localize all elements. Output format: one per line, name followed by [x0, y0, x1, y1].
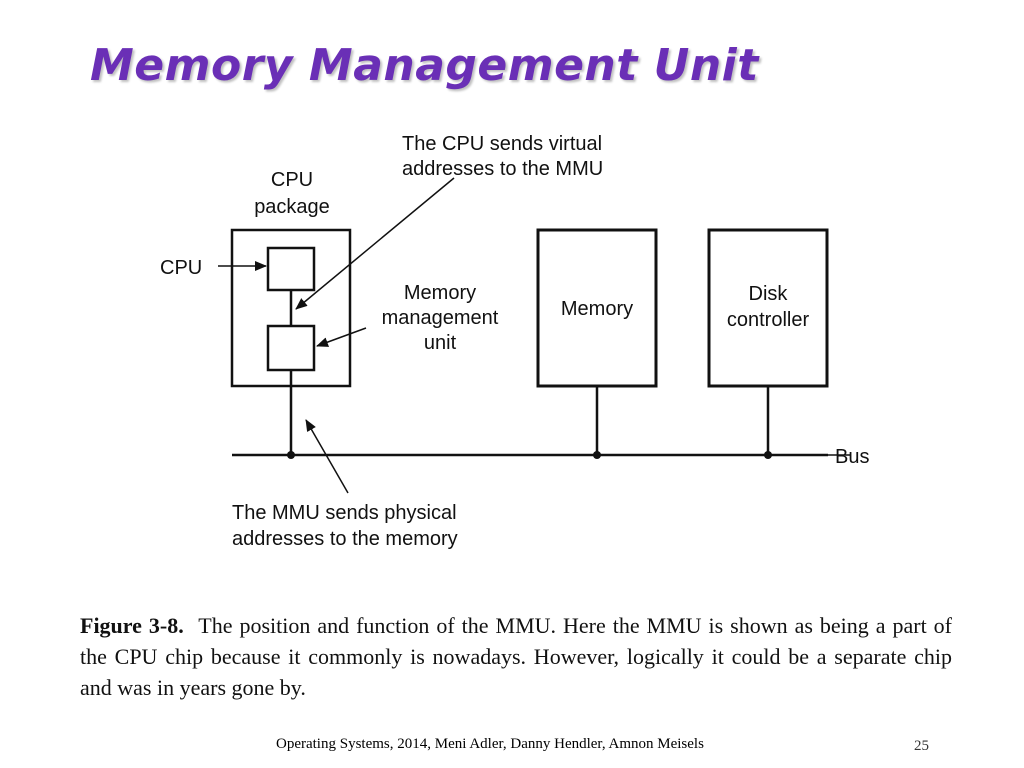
disk-controller-label-line1: Disk — [749, 283, 789, 305]
mmu-sends-label-line2: addresses to the memory — [232, 528, 458, 550]
mmu-sends-label-line1: The MMU sends physical — [232, 502, 457, 524]
cpu-label: CPU — [160, 257, 202, 279]
mmu-figure: CPU package CPU The CPU sends virtual ad… — [66, 118, 960, 708]
cpu-sends-label-line2: addresses to the MMU — [402, 158, 603, 180]
bus-label: Bus — [835, 446, 869, 468]
figure-label: Figure 3-8. — [80, 613, 184, 638]
mmu-label-arrow — [316, 327, 367, 347]
slide-footer: Operating Systems, 2014, Meni Adler, Dan… — [276, 736, 704, 752]
slide-title: Memory Management Unit — [90, 40, 759, 91]
page-number: 25 — [914, 738, 929, 754]
mmu-label-line1: Memory — [404, 282, 476, 304]
cpu-box — [266, 246, 316, 292]
mmu-box — [266, 324, 316, 372]
cpu-package-label-line1: CPU — [271, 169, 313, 191]
bus-junction-disk — [764, 451, 772, 459]
bus-junction-mmu — [287, 451, 295, 459]
disk-controller-label-line2: controller — [727, 309, 810, 331]
cpu-sends-label-line1: The CPU sends virtual — [402, 133, 602, 155]
figure-caption: Figure 3-8. The position and function of… — [80, 610, 952, 703]
physical-address-arrow — [305, 419, 349, 494]
memory-label: Memory — [561, 298, 633, 320]
virtual-address-arrow — [295, 177, 455, 310]
mmu-label-line2: management — [382, 307, 499, 329]
mmu-diagram: CPU package CPU The CPU sends virtual ad… — [160, 133, 869, 550]
disk-controller-box — [707, 228, 829, 388]
cpu-package-label-line2: package — [254, 196, 330, 218]
bus-junction-memory — [593, 451, 601, 459]
mmu-label-line3: unit — [424, 332, 457, 354]
figure-caption-text: The position and function of the MMU. He… — [80, 613, 952, 700]
